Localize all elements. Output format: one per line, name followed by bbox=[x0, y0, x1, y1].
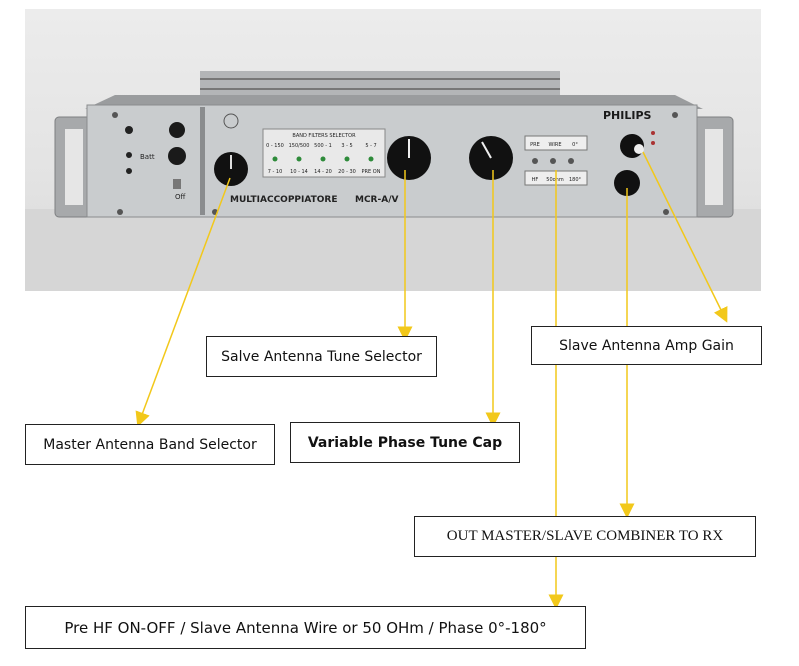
label-variable-phase-tune-cap: Variable Phase Tune Cap bbox=[290, 422, 520, 463]
switch-top-labels: PRE WIRE 0° bbox=[530, 142, 578, 148]
band-bottom-label-0: 7 - 10 bbox=[268, 169, 283, 175]
switch-bottom-labels: HF 50ohm 180° bbox=[532, 177, 582, 183]
band-top-label-2: 500 - 1 bbox=[314, 143, 332, 149]
band-led-3 bbox=[344, 156, 350, 162]
band-bottom-label-4: PRE ON bbox=[362, 169, 381, 175]
band-led-1 bbox=[296, 156, 302, 162]
band-top-label-4: 5 - 7 bbox=[365, 143, 376, 149]
batt-label: Batt bbox=[140, 153, 155, 161]
device-photo: Batt Off BAND FILTERS SELECTOR 0 - 150 15… bbox=[25, 9, 761, 291]
band-filter-title: BAND FILTERS SELECTOR bbox=[292, 133, 356, 139]
arrow-master-band bbox=[135, 177, 231, 428]
band-led-4 bbox=[368, 156, 374, 162]
label-salve-antenna-tune: Salve Antenna Tune Selector bbox=[206, 336, 437, 377]
band-top-label-1: 150/500 bbox=[289, 143, 310, 149]
device-illustration: Batt Off BAND FILTERS SELECTOR 0 - 150 15… bbox=[25, 71, 761, 291]
band-top-label-3: 3 - 5 bbox=[341, 143, 352, 149]
band-bottom-label-2: 14 - 20 bbox=[314, 169, 332, 175]
band-bottom-row: 7 - 10 10 - 14 14 - 20 20 - 30 PRE ON bbox=[268, 169, 381, 175]
label-pre-hf-switches: Pre HF ON-OFF / Slave Antenna Wire or 50… bbox=[25, 606, 586, 649]
switch-top-label-0: PRE bbox=[530, 142, 540, 148]
band-bottom-label-1: 10 - 14 bbox=[290, 169, 308, 175]
band-top-row: 0 - 150 150/500 500 - 1 3 - 5 5 - 7 bbox=[266, 143, 377, 149]
arrow-slave-gain bbox=[642, 151, 728, 323]
label-combiner-out: OUT MASTER/SLAVE COMBINER TO RX bbox=[414, 516, 756, 557]
model-code-label: MCR-A/V bbox=[355, 195, 398, 205]
band-led-row bbox=[272, 156, 374, 162]
combiner-out-connector bbox=[614, 170, 640, 196]
switch-top-label-2: 0° bbox=[572, 142, 578, 148]
brand-logo-text: PHILIPS bbox=[603, 109, 652, 122]
switch-top-label-1: WIRE bbox=[548, 142, 561, 148]
off-label: Off bbox=[175, 193, 186, 201]
label-master-antenna-band: Master Antenna Band Selector bbox=[25, 424, 275, 465]
band-bottom-label-3: 20 - 30 bbox=[338, 169, 356, 175]
label-slave-antenna-amp-gain: Slave Antenna Amp Gain bbox=[531, 326, 762, 365]
switch-bottom-label-2: 180° bbox=[569, 177, 582, 183]
switch-bottom-label-0: HF bbox=[532, 177, 539, 183]
model-name-label: MULTIACCOPPIATORE bbox=[230, 195, 338, 205]
band-led-2 bbox=[320, 156, 326, 162]
band-led-0 bbox=[272, 156, 278, 162]
band-top-label-0: 0 - 150 bbox=[266, 143, 284, 149]
switch-bottom-label-1: 50ohm bbox=[546, 177, 564, 183]
